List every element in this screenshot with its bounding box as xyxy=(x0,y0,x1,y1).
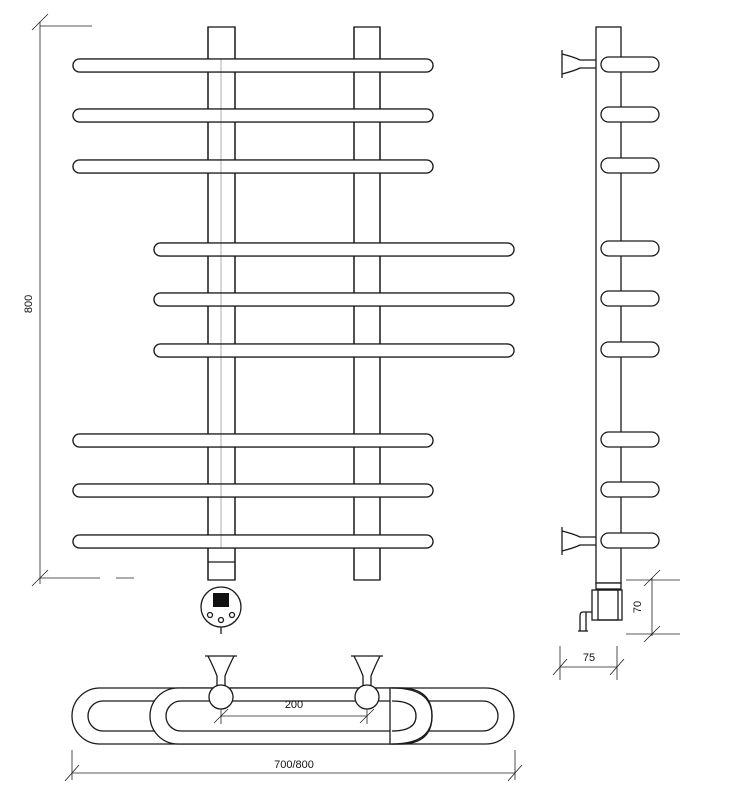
side-rail-5 xyxy=(600,290,660,307)
controller-display xyxy=(213,593,229,607)
heating-element-controller xyxy=(200,586,242,634)
side-rail-8 xyxy=(600,481,660,498)
side-rail-3 xyxy=(600,157,660,174)
axis-spacing-label: 200 xyxy=(285,699,303,711)
width-dimension-label: 700/800 xyxy=(274,759,314,771)
height-dimension-label: 800 xyxy=(23,295,35,313)
side-rail-1 xyxy=(600,56,660,73)
connection-height-label: 70 xyxy=(632,601,644,613)
side-rail-9 xyxy=(600,532,660,549)
side-wall-bracket-bottom xyxy=(561,527,596,555)
top-wall-bracket-right xyxy=(351,655,383,710)
front-view xyxy=(72,26,515,634)
width-dimension: 700/800 xyxy=(64,750,523,782)
top-view: 200 xyxy=(71,655,515,745)
height-dimension: 800 xyxy=(23,13,134,587)
top-wall-bracket-left xyxy=(205,655,237,710)
connection-height-dimension: 70 xyxy=(626,569,680,643)
side-depth-label: 75 xyxy=(583,652,595,664)
side-rail-2 xyxy=(600,106,660,123)
side-rail-7 xyxy=(600,431,660,448)
side-view xyxy=(561,26,660,632)
side-wall-bracket-top xyxy=(561,50,596,78)
side-connector xyxy=(578,582,623,632)
side-rail-6 xyxy=(600,341,660,358)
side-rail-4 xyxy=(600,240,660,257)
side-depth-dimension: 75 xyxy=(552,646,625,680)
